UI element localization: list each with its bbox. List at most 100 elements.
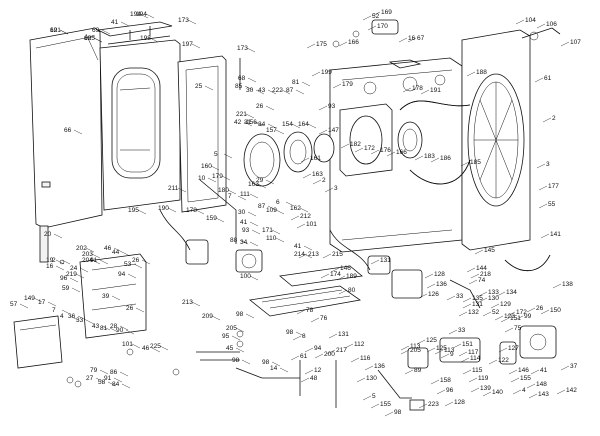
leader-line <box>426 283 436 289</box>
leader-line <box>141 259 151 265</box>
callout-number: 19 <box>46 257 54 264</box>
callout-number: 127 <box>508 345 519 352</box>
leader-line <box>191 43 201 49</box>
callout-number: 180 <box>218 187 229 194</box>
leader-line <box>538 185 548 191</box>
callout-number: 158 <box>440 377 451 384</box>
leader-line <box>498 347 508 353</box>
callout-number: 145 <box>484 247 495 254</box>
leader-line <box>101 325 111 331</box>
callout-number: 99 <box>524 313 532 320</box>
leader-line <box>468 377 478 383</box>
leader-line <box>99 259 109 265</box>
leader-line <box>111 295 121 301</box>
leader-line <box>336 275 346 281</box>
leader-line <box>514 315 524 321</box>
leader-line <box>93 37 103 43</box>
callout-number: 136 <box>436 281 447 288</box>
gasket-discs <box>243 131 335 187</box>
callout-number: 164 <box>298 121 309 128</box>
leader-line <box>328 333 338 339</box>
callout-number: 78 <box>306 307 314 314</box>
leader-line <box>257 183 267 189</box>
callout-number: 212 <box>300 213 311 220</box>
leader-line <box>560 41 570 47</box>
leader-line <box>137 209 147 215</box>
callout-number: 59 <box>62 285 70 292</box>
leader-line <box>73 129 83 135</box>
callout-number: 144 <box>476 265 487 272</box>
callout-number: 95 <box>222 333 230 340</box>
callout-number: 223 <box>428 401 439 408</box>
callout-number: 205 <box>410 347 421 354</box>
callout-number: 3 <box>546 161 550 168</box>
callout-number: 98 <box>286 329 294 336</box>
callout-number: 194 <box>130 11 141 18</box>
leader-line <box>267 89 277 95</box>
leader-line <box>515 19 525 25</box>
callout-number: 113 <box>444 347 455 354</box>
leader-line <box>249 221 259 227</box>
callout-number: 41 <box>540 367 548 374</box>
leader-line <box>151 347 161 353</box>
leader-line <box>398 37 408 43</box>
callout-number: 162 <box>290 205 301 212</box>
callout-number: 94 <box>118 271 126 278</box>
callout-number: 200 <box>324 351 335 358</box>
leader-line <box>362 395 372 401</box>
leader-line <box>338 289 348 295</box>
callout-number: 8 <box>302 333 306 340</box>
callout-number: 107 <box>570 39 581 46</box>
callout-number: 140 <box>492 389 503 396</box>
callout-number: 163 <box>312 171 323 178</box>
leader-line <box>416 339 426 345</box>
callout-number: 48 <box>310 375 318 382</box>
leader-line <box>462 303 472 309</box>
callout-number: 33 <box>458 327 466 334</box>
leader-line <box>311 71 321 77</box>
callout-number: 148 <box>536 381 547 388</box>
callout-number: 101 <box>306 221 317 228</box>
leader-line <box>191 301 201 307</box>
callout-number: 215 <box>332 251 343 258</box>
callout-number: 119 <box>478 375 489 382</box>
callout-number: 172 <box>364 145 375 152</box>
leader-line <box>474 249 484 255</box>
leader-line <box>265 105 275 111</box>
leader-line <box>204 85 214 91</box>
callout-number: 87 <box>286 87 294 94</box>
leader-line <box>101 29 111 35</box>
callout-number: 26 <box>126 305 134 312</box>
callout-number: 69 <box>92 27 100 34</box>
callout-number: 155 <box>520 375 531 382</box>
callout-number: 176 <box>380 147 391 154</box>
leader-line <box>127 273 137 279</box>
callout-number: 115 <box>472 367 483 374</box>
burner-fan-assembly <box>339 103 423 177</box>
callout-number: 136 <box>374 363 385 370</box>
leader-line <box>362 15 372 21</box>
callout-number: 34 <box>240 239 248 246</box>
callout-number: 100 <box>240 273 251 280</box>
leader-line <box>482 391 492 397</box>
callout-number: 132 <box>468 309 479 316</box>
leader-line <box>303 245 313 251</box>
leader-line <box>113 247 123 253</box>
callout-number: 14 <box>270 365 278 372</box>
callout-number: 46 <box>142 345 150 352</box>
leader-line <box>426 347 436 353</box>
callout-number: 12 <box>314 367 322 374</box>
leader-line <box>371 11 381 17</box>
callout-number: 93 <box>328 103 336 110</box>
leader-line <box>211 315 221 321</box>
leader-line <box>301 81 311 87</box>
callout-number: 43 <box>258 87 266 94</box>
leader-line <box>295 331 305 337</box>
leader-line <box>47 301 57 307</box>
callout-number: 98 <box>394 409 402 416</box>
flue-hoses <box>399 100 551 272</box>
callout-number: 178 <box>412 85 423 92</box>
callout-number: 74 <box>478 277 486 284</box>
